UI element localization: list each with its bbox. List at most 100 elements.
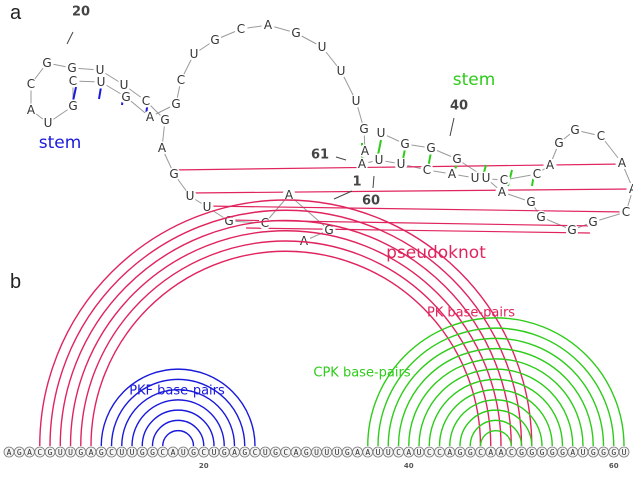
nucleotide-40: A bbox=[448, 167, 457, 181]
nucleotide-background bbox=[158, 113, 172, 127]
sequence-letter: A bbox=[7, 448, 12, 457]
nucleotide-background bbox=[424, 141, 438, 155]
sequence-letter: G bbox=[304, 448, 309, 457]
nucleotide-background bbox=[208, 33, 222, 47]
nucleotide-background bbox=[530, 167, 544, 181]
sequence-letter: G bbox=[191, 448, 196, 457]
nucleotide-background bbox=[261, 18, 275, 32]
nucleotide-20: C bbox=[69, 74, 77, 88]
sequence-letter: C bbox=[478, 448, 483, 457]
sequence-letter: A bbox=[488, 448, 493, 457]
nucleotide-35: A bbox=[361, 144, 370, 158]
pseudoknot-pair-line-2 bbox=[189, 188, 633, 194]
nucleotide-17: A bbox=[27, 103, 36, 117]
nucleotide-background bbox=[420, 163, 434, 177]
label-20-leader bbox=[66, 31, 74, 45]
sequence-letter: G bbox=[150, 448, 155, 457]
nucleotide-26: U bbox=[190, 47, 199, 61]
nucleotide-background bbox=[143, 110, 157, 124]
nucleotide-56: U bbox=[482, 171, 491, 185]
sequence-letter: U bbox=[376, 448, 381, 457]
sequence-letter: A bbox=[171, 448, 176, 457]
nucleotide-background bbox=[155, 141, 169, 155]
nucleotide-background bbox=[66, 74, 80, 88]
cpk-arc-1 bbox=[367, 317, 625, 447]
sequence-letter: U bbox=[417, 448, 422, 457]
nucleotide-22: G bbox=[121, 90, 130, 104]
pk-base-pairs-label: PK base-pairs bbox=[427, 306, 515, 321]
pseudoknot-pair-line-5 bbox=[245, 227, 591, 234]
nucleotide-background bbox=[552, 136, 566, 150]
nucleotide-34: G bbox=[359, 122, 368, 136]
nucleotide-41: U bbox=[471, 171, 480, 185]
sequence-letter: A bbox=[294, 448, 299, 457]
sequence-letter: A bbox=[570, 448, 575, 457]
nucleotide-45: G bbox=[554, 136, 563, 150]
nucleotide-49: A bbox=[629, 182, 633, 196]
nucleotide-background bbox=[139, 94, 153, 108]
pk-arc-5 bbox=[80, 240, 492, 447]
sequence-letter: G bbox=[222, 448, 227, 457]
nucleotide-14: G bbox=[67, 61, 76, 75]
sequence-letter: U bbox=[181, 448, 186, 457]
nucleotide-32: U bbox=[337, 64, 346, 78]
nucleotide-5: G bbox=[224, 214, 233, 228]
nucleotide-39: C bbox=[423, 163, 431, 177]
pkf-arc-1 bbox=[100, 368, 256, 447]
sequence-letter: A bbox=[355, 448, 360, 457]
nucleotide-18: U bbox=[44, 116, 53, 130]
nucleotide-background bbox=[374, 126, 388, 140]
nucleotide-21: U bbox=[97, 75, 106, 89]
pkf-arc-6 bbox=[151, 419, 205, 447]
sequence-letter: U bbox=[68, 448, 73, 457]
nucleotide-7: U bbox=[186, 189, 195, 203]
stem-label-left: stem bbox=[39, 133, 82, 153]
nucleotide-15: G bbox=[42, 56, 51, 70]
nucleotide-3: A bbox=[285, 188, 294, 202]
sequence-letter: G bbox=[242, 448, 247, 457]
position-label-61: 61 bbox=[311, 148, 329, 163]
nucleotide-42: C bbox=[500, 173, 508, 187]
sequence-letter: C bbox=[509, 448, 514, 457]
nucleotide-59: G bbox=[400, 137, 409, 151]
nucleotide-background bbox=[565, 223, 579, 237]
sequence-letter: U bbox=[130, 448, 135, 457]
cpk-arc-2 bbox=[377, 327, 615, 447]
nucleotide-52: G bbox=[567, 223, 576, 237]
cpk-arc-5 bbox=[408, 358, 584, 447]
nucleotide-31: U bbox=[318, 40, 327, 54]
label-61-leader bbox=[335, 156, 347, 161]
position-label-1: 1 bbox=[352, 175, 361, 190]
position-label-20: 20 bbox=[72, 5, 90, 20]
nucleotide-29: A bbox=[264, 18, 273, 32]
nucleotide-54: G bbox=[526, 195, 535, 209]
nucleotide-30: G bbox=[291, 26, 300, 40]
nucleotide-background bbox=[169, 97, 183, 111]
nucleotide-background bbox=[479, 171, 493, 185]
cpk-arc-4 bbox=[397, 347, 594, 447]
pk-arc-2 bbox=[49, 209, 523, 447]
nucleotide-1: A bbox=[300, 234, 309, 248]
pk-arc-3 bbox=[59, 219, 512, 447]
nucleotide-48: A bbox=[618, 156, 627, 170]
nucleotide-37: U bbox=[375, 153, 384, 167]
position-label-40: 40 bbox=[450, 99, 468, 114]
nucleotide-50: C bbox=[622, 205, 630, 219]
nucleotide-background bbox=[174, 73, 188, 87]
pkf-base-pairs-label: PKF base-pairs bbox=[129, 384, 225, 399]
tick-40: 40 bbox=[404, 462, 414, 470]
pkf-arcs bbox=[100, 368, 256, 447]
pkf-arc-7 bbox=[162, 430, 195, 447]
left-stem-pair-line-2 bbox=[98, 86, 102, 100]
nucleotide-background bbox=[66, 99, 80, 113]
nucleotide-27: G bbox=[210, 33, 219, 47]
nucleotide-background bbox=[119, 90, 133, 104]
sequence-letter: A bbox=[27, 448, 32, 457]
nucleotide-background bbox=[258, 216, 272, 230]
sequence-letter: G bbox=[468, 448, 473, 457]
sequence-letter: C bbox=[396, 448, 401, 457]
